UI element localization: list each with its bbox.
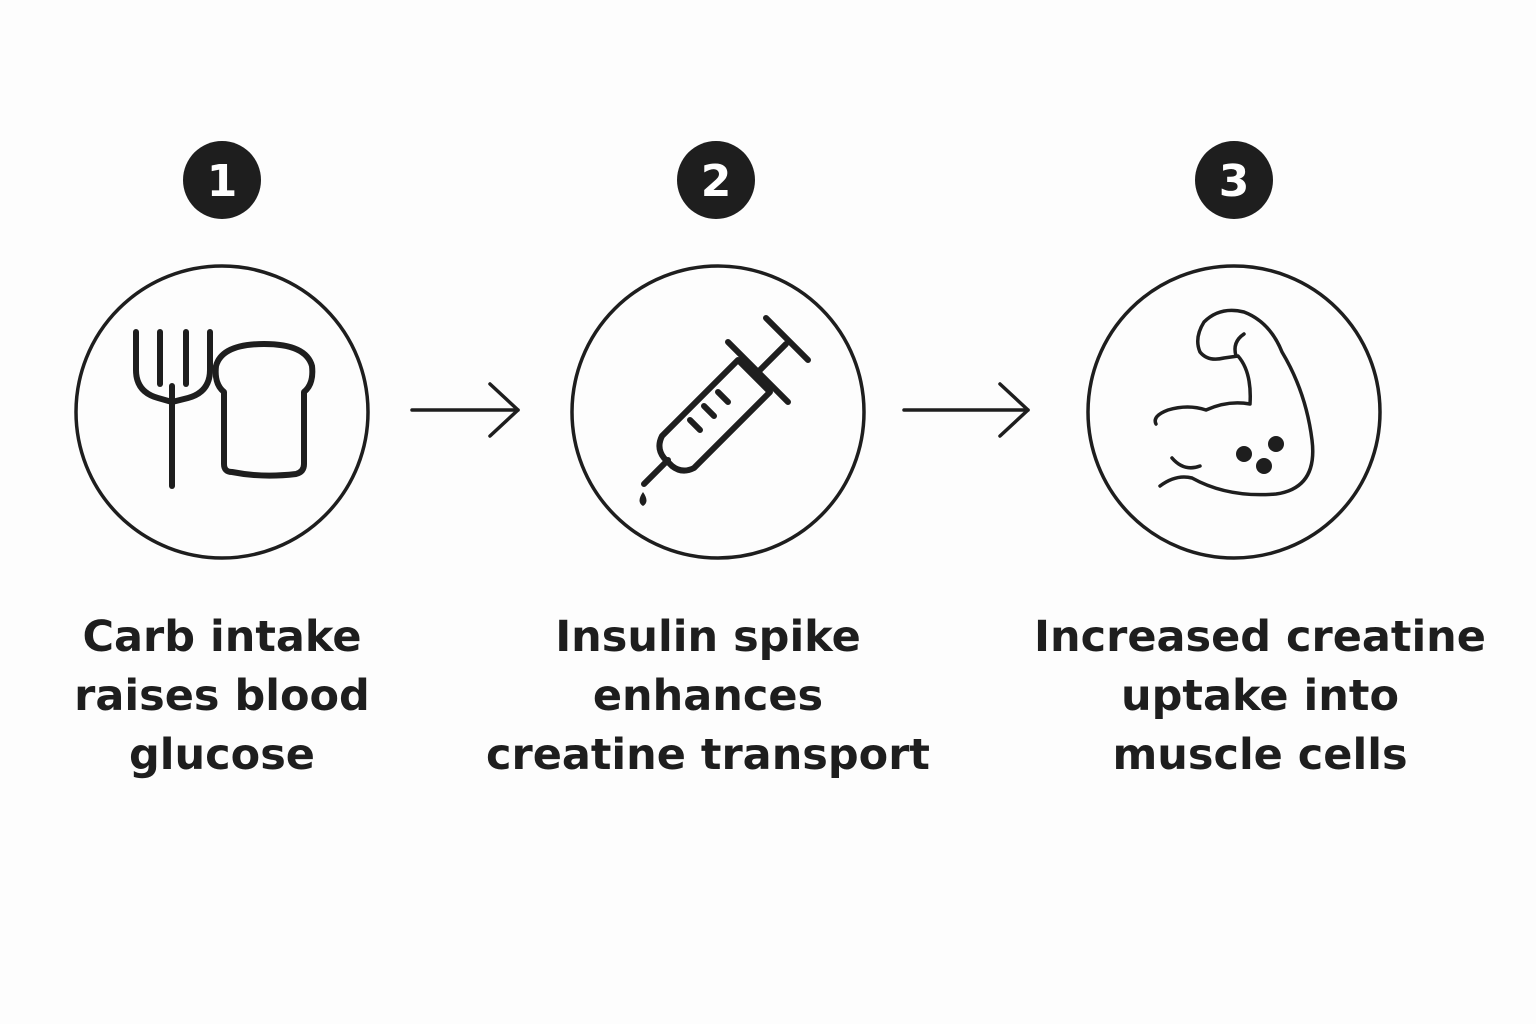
flexed-muscle-icon bbox=[1153, 308, 1315, 497]
step-3-caption-line-3: muscle cells bbox=[1112, 730, 1408, 780]
step-1-icon-ring bbox=[74, 264, 370, 560]
arrow-right-icon bbox=[902, 382, 1030, 438]
arrow-right-icon bbox=[410, 382, 520, 438]
step-1-caption-line-1: Carb intake bbox=[82, 612, 362, 662]
fork-and-bread-icon bbox=[133, 329, 316, 489]
step-2-number: 2 bbox=[701, 156, 732, 207]
step-2-badge: 2 bbox=[677, 141, 755, 219]
step-1-caption-line-3: glucose bbox=[129, 730, 315, 780]
step-3-icon-ring bbox=[1086, 264, 1382, 560]
step-1-number: 1 bbox=[207, 156, 238, 207]
step-3-caption-line-1: Increased creatine bbox=[1034, 612, 1486, 662]
creatine-particles bbox=[1236, 436, 1284, 474]
syringe-icon bbox=[641, 315, 811, 487]
step-2: 2 bbox=[570, 141, 866, 560]
drop-icon bbox=[639, 492, 647, 506]
step-1-caption: Carb intake raises blood glucose bbox=[0, 608, 452, 785]
step-2-caption: Insulin spike enhances creatine transpor… bbox=[478, 608, 938, 785]
step-1: 1 bbox=[74, 141, 370, 560]
step-2-caption-line-2: enhances bbox=[592, 671, 824, 721]
step-3-caption-line-2: uptake into bbox=[1121, 671, 1399, 721]
step-3: 3 bbox=[1086, 141, 1382, 560]
step-1-caption-line-2: raises blood bbox=[74, 671, 370, 721]
step-3-number: 3 bbox=[1219, 156, 1250, 207]
step-3-caption: Increased creatine uptake into muscle ce… bbox=[1030, 608, 1490, 785]
step-1-badge: 1 bbox=[183, 141, 261, 219]
step-3-badge: 3 bbox=[1195, 141, 1273, 219]
step-2-icon-ring bbox=[570, 264, 866, 560]
step-2-caption-line-1: Insulin spike bbox=[555, 612, 861, 662]
step-2-caption-line-3: creatine transport bbox=[486, 730, 930, 780]
